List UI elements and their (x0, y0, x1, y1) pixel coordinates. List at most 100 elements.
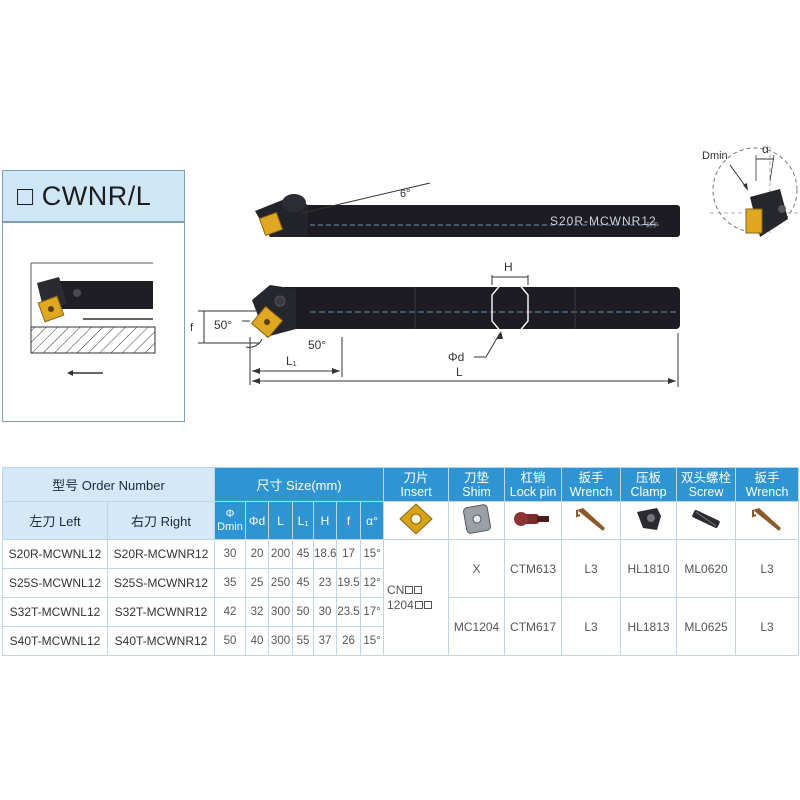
top-view-insert-icon (258, 211, 284, 237)
lockpin-part-icon (514, 512, 550, 526)
cell-clamp-a: HL1810 (620, 539, 678, 598)
hdr-size: 尺寸 Size(mm) (214, 467, 385, 502)
side-view-insert-hole (264, 319, 270, 325)
hdr-f: f (336, 501, 362, 540)
wrench1-image-cell (561, 501, 622, 540)
cell-right-model: S40T-MCWNR12 (106, 626, 216, 656)
feed-arrow-head (67, 370, 73, 376)
cell-L1: 45 (292, 539, 315, 569)
boring-illustration (2, 222, 185, 422)
dim-phid-label: Φd (448, 350, 464, 364)
hdr-L: L (268, 501, 294, 540)
cell-lockpin-a: CTM613 (504, 539, 563, 598)
cell-wrench1-b: L3 (561, 597, 622, 656)
cell-left-model: S20R-MCWNL12 (2, 539, 108, 569)
wrench2-image-cell (735, 501, 800, 540)
hdr-left: 左刀 Left (2, 501, 108, 540)
hdr-right: 右刀 Right (106, 501, 216, 540)
cell-H: 18.6 (313, 539, 338, 569)
dmin-label: Dmin (702, 150, 728, 162)
angle-50-left-label: 50° (214, 318, 232, 332)
dim-L1-arrow-left (252, 368, 260, 374)
cell-L1: 45 (292, 568, 315, 598)
product-title: □ CWNR/L (17, 180, 152, 211)
cell-f: 23.5 (336, 597, 362, 627)
product-title-box: □ CWNR/L (2, 170, 185, 222)
lockpin-image-cell (504, 501, 563, 540)
side-view-screw-icon (274, 295, 286, 307)
cell-dmin: 42 (214, 597, 247, 627)
alpha-ext-right (769, 154, 775, 182)
hdr-L1: L₁ (292, 501, 315, 540)
cell-d: 40 (245, 626, 270, 656)
cell-L: 200 (268, 539, 294, 569)
angle-50-arc (245, 338, 263, 348)
boring-illustration-svg (30, 262, 156, 376)
cell-L1: 50 (292, 597, 315, 627)
screw-image-cell (676, 501, 737, 540)
cell-wrench2-b: L3 (735, 597, 800, 656)
angle-line-6 (301, 182, 431, 214)
cell-d: 25 (245, 568, 270, 598)
angle-50-right-label: 50° (308, 338, 326, 352)
dmin-insert-icon (745, 208, 763, 234)
inset-screw-icon (73, 289, 81, 297)
cell-alpha: 12° (360, 568, 385, 598)
cell-alpha: 17° (360, 597, 385, 627)
bar-engraving: S20R-MCWNR12 (550, 214, 657, 228)
cell-L: 300 (268, 626, 294, 656)
insert-part-icon (399, 503, 433, 535)
cell-d: 20 (245, 539, 270, 569)
cell-screw-b: ML0625 (676, 597, 737, 656)
cell-H: 23 (313, 568, 338, 598)
hdr-H: H (313, 501, 338, 540)
cell-lockpin-b: CTM617 (504, 597, 563, 656)
cell-alpha: 15° (360, 539, 385, 569)
cell-H: 30 (313, 597, 338, 627)
clamp-part-icon (636, 508, 661, 530)
cell-L: 250 (268, 568, 294, 598)
cell-alpha: 15° (360, 626, 385, 656)
clamp-image-cell (620, 501, 678, 540)
shim-part-icon (462, 504, 491, 534)
cell-insert: CN 1204 (383, 539, 450, 656)
dmin-leader-arrow (743, 183, 748, 191)
cell-wrench2-a: L3 (735, 539, 800, 598)
dim-phid-arrow (497, 331, 503, 339)
wrench2-part-icon (752, 508, 782, 531)
cell-H: 37 (313, 626, 338, 656)
cell-f: 19.5 (336, 568, 362, 598)
hdr-order-number: 型号 Order Number (1, 467, 216, 502)
cell-L1: 55 (292, 626, 315, 656)
cell-L: 300 (268, 597, 294, 627)
insert-image-cell (383, 501, 450, 540)
table-row: S40T-MCWNL12 S40T-MCWNR12 50 40 300 55 3… (2, 626, 799, 656)
hdr-phi-d: Φd (245, 501, 270, 540)
dim-f-label: f (190, 322, 194, 334)
dim-L-arrow-left (252, 378, 260, 384)
dim-phid-leader (474, 332, 501, 358)
cell-right-model: S32T-MCWNR12 (106, 597, 216, 627)
alpha-label: α (762, 142, 769, 156)
angle-6-label: 6° (400, 188, 411, 200)
screw-part-icon (692, 510, 720, 528)
cell-dmin: 50 (214, 626, 247, 656)
cell-left-model: S40T-MCWNL12 (2, 626, 108, 656)
cell-right-model: S20R-MCWNR12 (106, 539, 216, 569)
dim-H-label: H (504, 260, 513, 274)
technical-drawing: S20R-MCWNR12 刻字 6° H Φd f 50° 50° L₁ L D (190, 142, 800, 387)
flat-section-octagon (491, 282, 529, 334)
table-row: S25S-MCWNL12 S25S-MCWNR12 35 25 250 45 2… (2, 568, 799, 598)
cell-d: 32 (245, 597, 270, 627)
top-view-bar (285, 205, 680, 237)
bar-engraving-small: 刻字 (646, 221, 658, 229)
dim-L1-label: L₁ (286, 354, 297, 368)
